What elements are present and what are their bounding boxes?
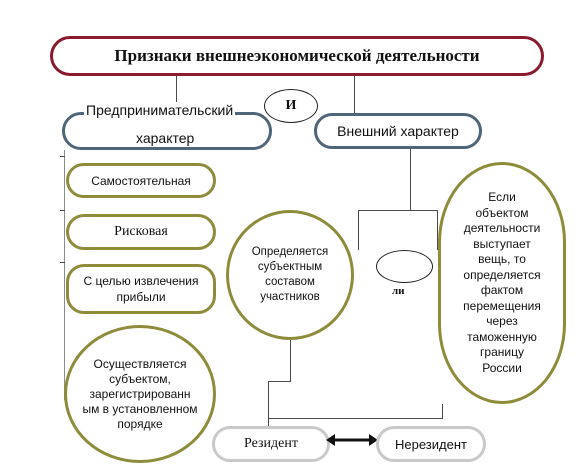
independent-box: Самостоятельная (66, 163, 216, 198)
connector-resident-up (268, 381, 269, 426)
customs-condition-ellipse: Если объектом деятельности выступает вещ… (438, 162, 566, 404)
connector-and-top: И (264, 89, 318, 123)
connector-condition-down (442, 404, 443, 419)
double-arrow-icon (326, 434, 378, 446)
connector-subject-down (290, 340, 291, 382)
connector-left-tick3 (60, 262, 65, 263)
entrepreneurial-label-line1: Предпринимательский (84, 102, 236, 118)
connector-left-tick1 (60, 156, 65, 157)
nonresident-box: Нерезидент (376, 426, 486, 462)
connector-subject-across (268, 381, 291, 382)
connector-branch-horizontal (358, 210, 438, 211)
connector-or-label: ли (392, 285, 405, 297)
connector-external-down (410, 149, 411, 210)
connector-left-tick2 (60, 210, 65, 211)
risky-box: Рисковая (66, 214, 216, 250)
resident-box: Резидент (212, 426, 330, 462)
connector-title-left (176, 76, 177, 112)
registered-subject-ellipse: Осуществляется субъектом, зарегистрирова… (64, 325, 216, 463)
diagram-title: Признаки внешнеэкономической деятельност… (50, 36, 544, 76)
entrepreneurial-label-line2: характер (136, 130, 195, 146)
connector-left-trunk (64, 150, 65, 400)
connector-or-right (376, 250, 433, 283)
subject-composition-ellipse: Определяется субъектным составом участни… (226, 210, 354, 340)
connector-branch-left-drop (358, 210, 359, 250)
external-box: Внешний характер (314, 113, 482, 149)
connector-title-right (354, 76, 355, 113)
connector-bottom-horizontal (268, 418, 443, 419)
profit-box: С целью извлечения прибыли (66, 264, 216, 314)
connector-branch-right-drop (437, 210, 438, 250)
